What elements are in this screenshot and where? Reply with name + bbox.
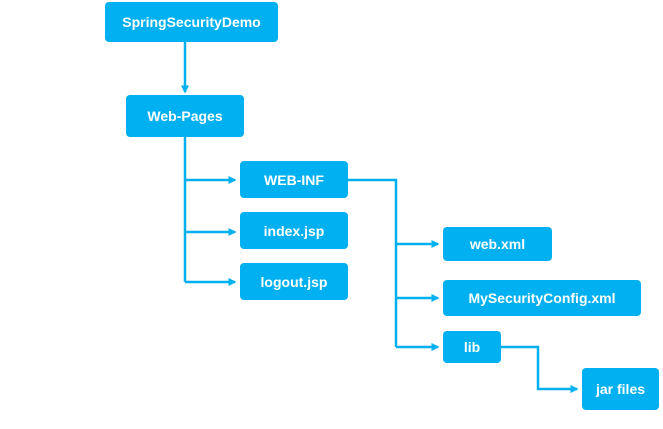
node-logout-jsp: logout.jsp xyxy=(240,263,348,300)
node-lib: lib xyxy=(443,331,501,363)
node-web-pages: Web-Pages xyxy=(126,95,244,137)
node-web-inf: WEB-INF xyxy=(240,161,348,198)
node-index-jsp: index.jsp xyxy=(240,212,348,249)
node-web-xml: web.xml xyxy=(443,227,552,261)
node-spring-security-demo: SpringSecurityDemo xyxy=(105,2,278,42)
connector-web-inf-out xyxy=(348,178,398,347)
connector-lib-to-jar-files xyxy=(501,345,579,393)
node-jar-files: jar files xyxy=(582,368,659,410)
node-my-security-config-xml: MySecurityConfig.xml xyxy=(443,280,641,316)
